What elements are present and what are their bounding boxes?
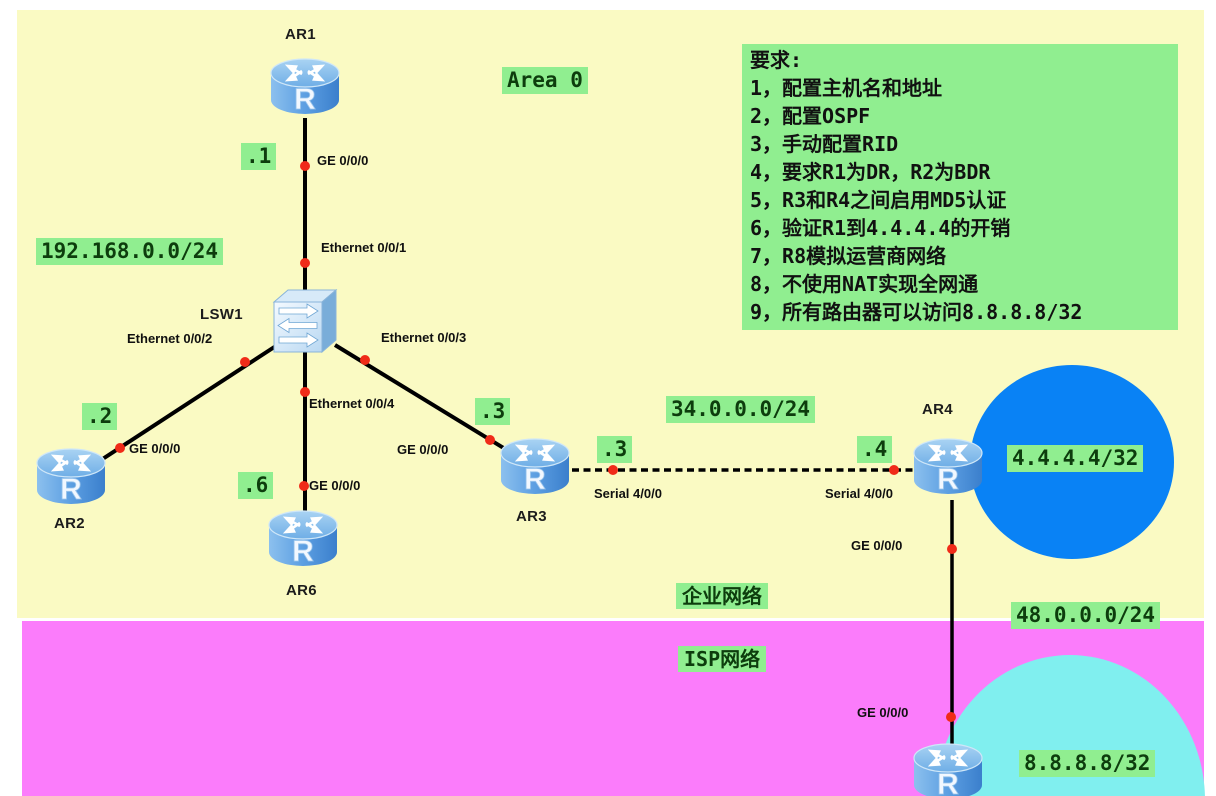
tag-ip-dot2: .2 <box>82 403 118 431</box>
device-label-ar3: AR3 <box>516 508 547 525</box>
iface-ar3-ge000: GE 0/0/0 <box>397 442 449 457</box>
device-label-ar6: AR6 <box>286 582 317 599</box>
iface-lsw1-eth001: Ethernet 0/0/1 <box>321 240 407 255</box>
tag-ip-dot1: .1 <box>241 143 277 171</box>
router-ar8-icon[interactable] <box>911 741 985 796</box>
tag-loopback-4444: 4.4.4.4/32 <box>1007 445 1144 473</box>
port-dot <box>947 544 957 554</box>
router-ar6-icon[interactable] <box>266 508 340 572</box>
device-label-ar2: AR2 <box>54 515 85 532</box>
port-dot <box>889 465 899 475</box>
device-label-ar1: AR1 <box>285 26 316 43</box>
router-ar1-icon[interactable] <box>268 56 342 120</box>
tag-isp-network: ISP网络 <box>678 646 767 672</box>
port-dot <box>946 712 956 722</box>
iface-lsw1-eth004: Ethernet 0/0/4 <box>309 396 395 411</box>
port-dot <box>300 387 310 397</box>
requirements-line: 8，不使用NAT实现全网通 <box>750 272 979 296</box>
requirements-line: 4，要求R1为DR，R2为BDR <box>750 160 991 184</box>
requirements-line: 7，R8模拟运营商网络 <box>750 244 947 268</box>
requirements-line: 3，手动配置RID <box>750 132 899 156</box>
tag-area0: Area 0 <box>502 67 588 95</box>
link-lsw1-ar2 <box>96 340 284 464</box>
iface-ar1-ge000: GE 0/0/0 <box>317 153 369 168</box>
tag-loopback-8888: 8.8.8.8/32 <box>1019 750 1156 778</box>
port-dot <box>608 465 618 475</box>
iface-ar4-ge000: GE 0/0/0 <box>851 538 903 553</box>
port-dot <box>300 258 310 268</box>
iface-lsw1-eth003: Ethernet 0/0/3 <box>381 330 467 345</box>
tag-ip-dot3-lan: .3 <box>475 398 511 426</box>
router-ar2-icon[interactable] <box>34 446 108 510</box>
tag-net-34-0-0-0: 34.0.0.0/24 <box>666 396 816 424</box>
device-label-lsw1: LSW1 <box>200 306 243 323</box>
device-label-ar4: AR4 <box>922 401 953 418</box>
requirements-line: 9，所有路由器可以访问8.8.8.8/32 <box>750 300 1083 324</box>
iface-ar3-serial400: Serial 4/0/0 <box>594 486 662 501</box>
requirements-note: 要求: 1，配置主机名和地址 2，配置OSPF 3，手动配置RID 4，要求R1… <box>742 44 1178 330</box>
tag-net-192-168-0-0: 192.168.0.0/24 <box>36 238 224 266</box>
port-dots <box>115 161 957 722</box>
port-dot <box>115 443 125 453</box>
router-ar3-icon[interactable] <box>498 436 572 500</box>
requirements-line: 要求: <box>750 48 803 72</box>
requirements-line: 1，配置主机名和地址 <box>750 76 943 100</box>
tag-ip-dot3-serial: .3 <box>597 436 633 464</box>
tag-net-48-0-0-0: 48.0.0.0/24 <box>1011 602 1161 630</box>
iface-ar8-ge000: GE 0/0/0 <box>857 705 909 720</box>
tag-ip-dot4-serial: .4 <box>857 436 893 464</box>
iface-ar6-ge000: GE 0/0/0 <box>309 478 361 493</box>
port-dot <box>360 355 370 365</box>
port-dot <box>240 357 250 367</box>
port-dot <box>299 481 309 491</box>
iface-lsw1-eth002: Ethernet 0/0/2 <box>127 331 213 346</box>
router-ar4-icon[interactable] <box>911 436 985 500</box>
requirements-line: 6，验证R1到4.4.4.4的开销 <box>750 216 1011 240</box>
iface-ar2-ge000: GE 0/0/0 <box>129 441 181 456</box>
switch-lsw1-icon[interactable] <box>269 286 341 356</box>
iface-ar4-serial400: Serial 4/0/0 <box>825 486 893 501</box>
port-dot <box>485 435 495 445</box>
requirements-line: 2，配置OSPF <box>750 104 871 128</box>
requirements-line: 5，R3和R4之间启用MD5认证 <box>750 188 1007 212</box>
tag-enterprise-network: 企业网络 <box>676 583 768 609</box>
port-dot <box>300 161 310 171</box>
tag-ip-dot6: .6 <box>238 472 274 500</box>
